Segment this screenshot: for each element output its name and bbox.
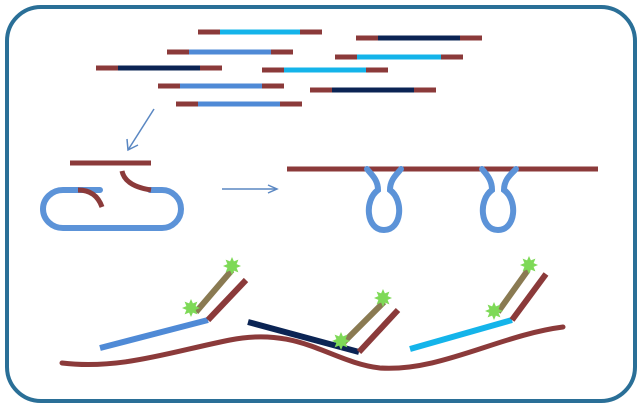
capture-probes	[99, 256, 549, 355]
fragment-library	[96, 29, 482, 107]
probe-assembly-2	[247, 289, 401, 355]
star-burst-icon	[520, 256, 538, 274]
star-burst-icon	[182, 299, 200, 317]
adapter-arm	[205, 277, 249, 323]
probe-arm	[495, 268, 531, 314]
arrow-right	[222, 184, 279, 194]
genomic-strand	[59, 324, 566, 371]
arrow-right-head	[267, 184, 279, 194]
hairpin-loop-1	[364, 166, 404, 234]
star-burst-icon	[374, 289, 392, 307]
star-burst-icon	[485, 302, 503, 320]
probe-assembly-3	[409, 256, 549, 352]
hairpin-loop-2	[479, 166, 519, 234]
arrow-down-left-head	[126, 138, 139, 152]
adapter-arm	[509, 272, 549, 322]
star-burst-icon	[332, 332, 350, 350]
captured-strand	[409, 317, 513, 352]
left-adapter-end	[77, 187, 105, 208]
adapter-arm	[356, 307, 401, 355]
rounded-frame	[5, 5, 637, 403]
arrow-down-left	[126, 108, 155, 152]
captured-strand	[99, 317, 209, 351]
right-adapter-end	[119, 170, 152, 193]
star-burst-icon	[223, 257, 241, 275]
arrow-down-left-shaft	[127, 108, 155, 151]
probe-arm	[341, 299, 387, 345]
circularization-construct	[40, 160, 184, 231]
amplified-concatemer	[287, 166, 598, 234]
circular-template-loop	[40, 187, 184, 231]
probe-assembly-1	[99, 257, 249, 351]
probe-arm	[193, 268, 235, 314]
probe-capture	[59, 256, 566, 371]
